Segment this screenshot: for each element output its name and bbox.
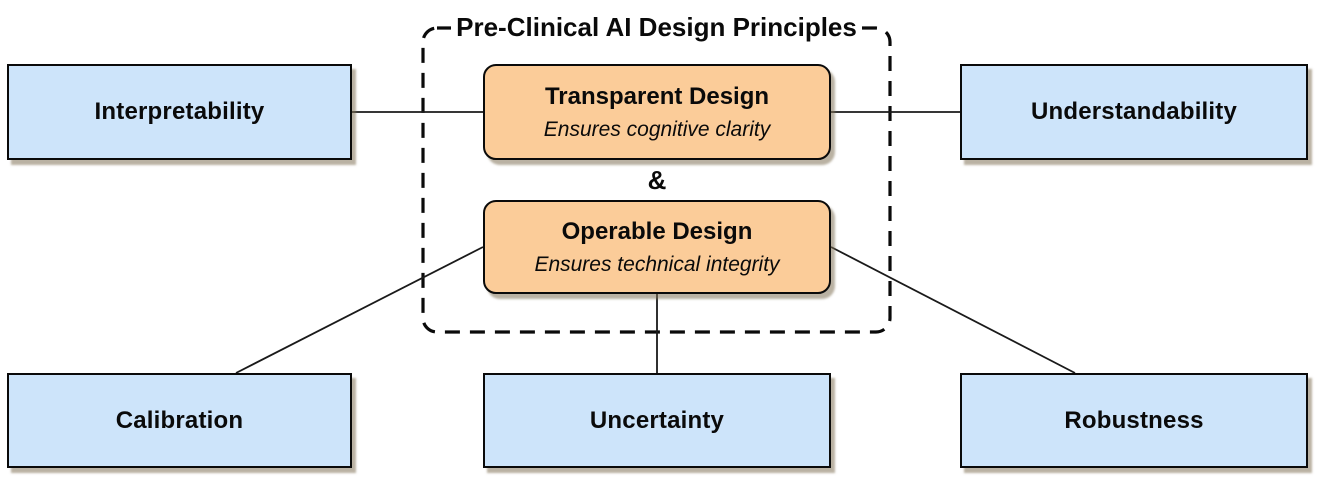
node-uncertainty: Uncertainty: [483, 373, 831, 468]
node-transparent-design-subtitle: Ensures cognitive clarity: [543, 117, 771, 141]
connector-operable-calibration: [235, 246, 484, 374]
node-operable-design-subtitle: Ensures technical integrity: [534, 252, 780, 276]
node-calibration-label: Calibration: [115, 406, 244, 434]
diagram-title: Pre-Clinical AI Design Principles: [451, 10, 862, 44]
node-robustness-label: Robustness: [1064, 406, 1204, 434]
node-interpretability-label: Interpretability: [94, 98, 265, 125]
node-calibration: Calibration: [7, 373, 352, 468]
node-transparent-design-title: Transparent Design: [544, 82, 770, 110]
node-uncertainty-label: Uncertainty: [589, 406, 725, 434]
node-understandability: Understandability: [960, 64, 1308, 160]
connector-operable-robustness: [830, 246, 1076, 374]
node-transparent-design: Transparent Design Ensures cognitive cla…: [483, 64, 831, 160]
node-interpretability: Interpretability: [7, 64, 352, 160]
node-operable-design: Operable Design Ensures technical integr…: [483, 200, 831, 294]
node-operable-design-title: Operable Design: [561, 217, 753, 245]
node-understandability-label: Understandability: [1030, 98, 1238, 125]
diagram-title-wrap: Pre-Clinical AI Design Principles: [423, 10, 890, 44]
node-robustness: Robustness: [960, 373, 1308, 468]
ampersand-label: &: [647, 164, 667, 195]
